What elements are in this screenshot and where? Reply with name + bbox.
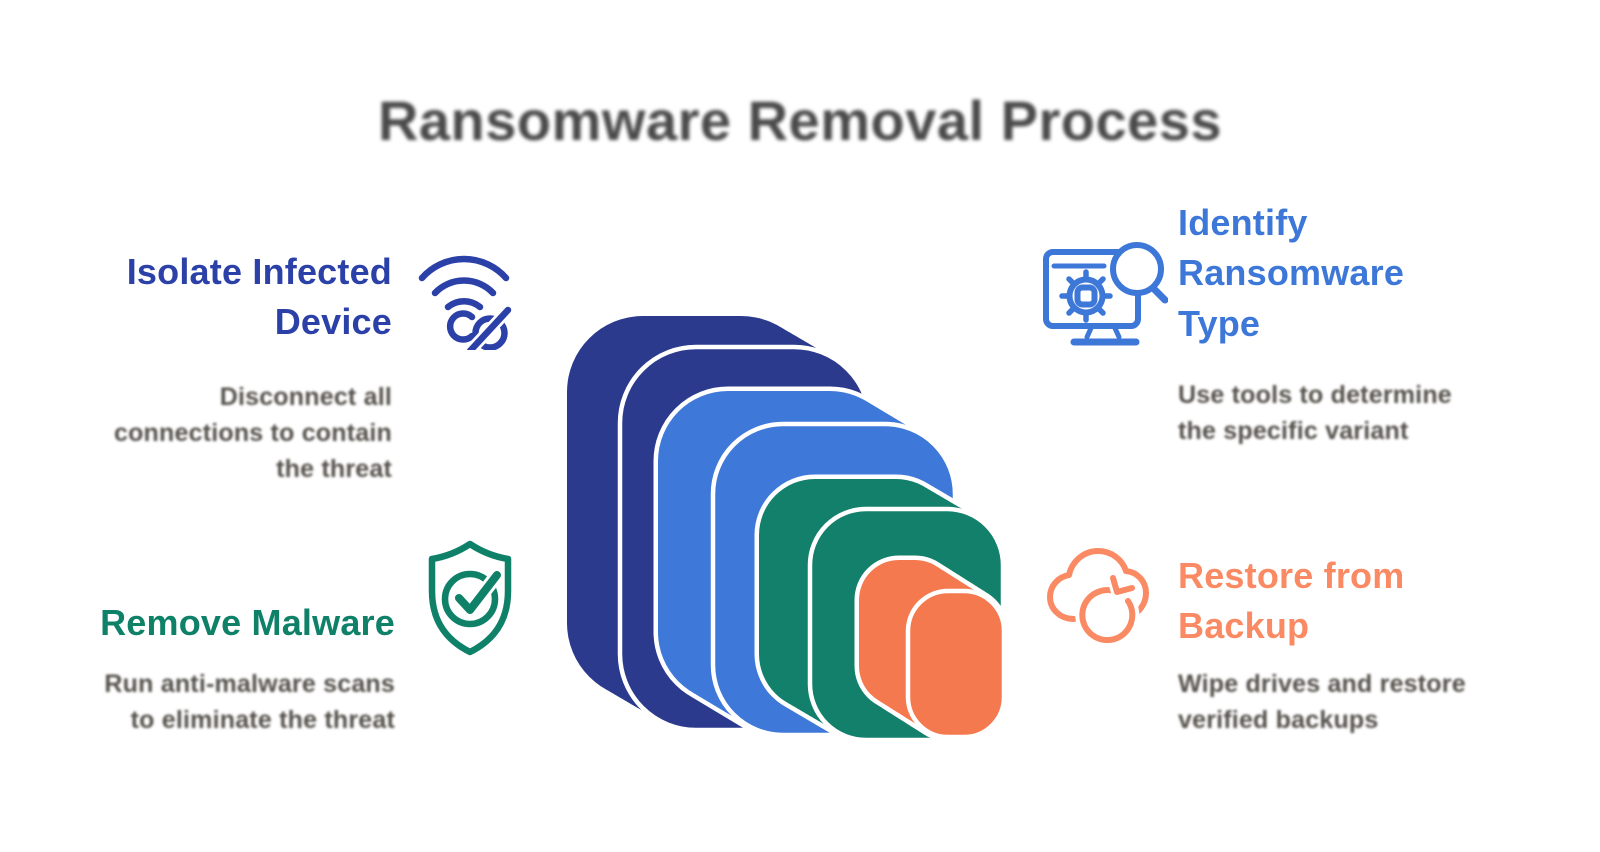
monitor-bug-search-icon xyxy=(1040,236,1168,350)
center-graphic-slab-stack xyxy=(562,311,1009,745)
page-title: Ransomware Removal Process xyxy=(377,89,1223,152)
shield-check-icon xyxy=(420,538,520,658)
step-restore-description: Wipe drives and restore verified backups xyxy=(1178,670,1466,734)
step-remove-description: Run anti-malware scans to eliminate the … xyxy=(104,670,395,734)
cloud-restore-icon xyxy=(1046,538,1154,646)
orange-slab xyxy=(854,555,1009,742)
step-isolate-heading: Isolate Infected Device xyxy=(126,251,392,343)
step-remove-heading: Remove Malware xyxy=(100,602,395,643)
step-identify-description: Use tools to determine the specific vari… xyxy=(1178,381,1452,445)
wifi-off-icon xyxy=(410,238,522,350)
step-identify-heading: Identify Ransomware Type xyxy=(1178,202,1405,344)
step-restore-heading: Restore from Backup xyxy=(1178,555,1405,647)
step-isolate-description: Disconnect all connections to contain th… xyxy=(113,383,392,483)
